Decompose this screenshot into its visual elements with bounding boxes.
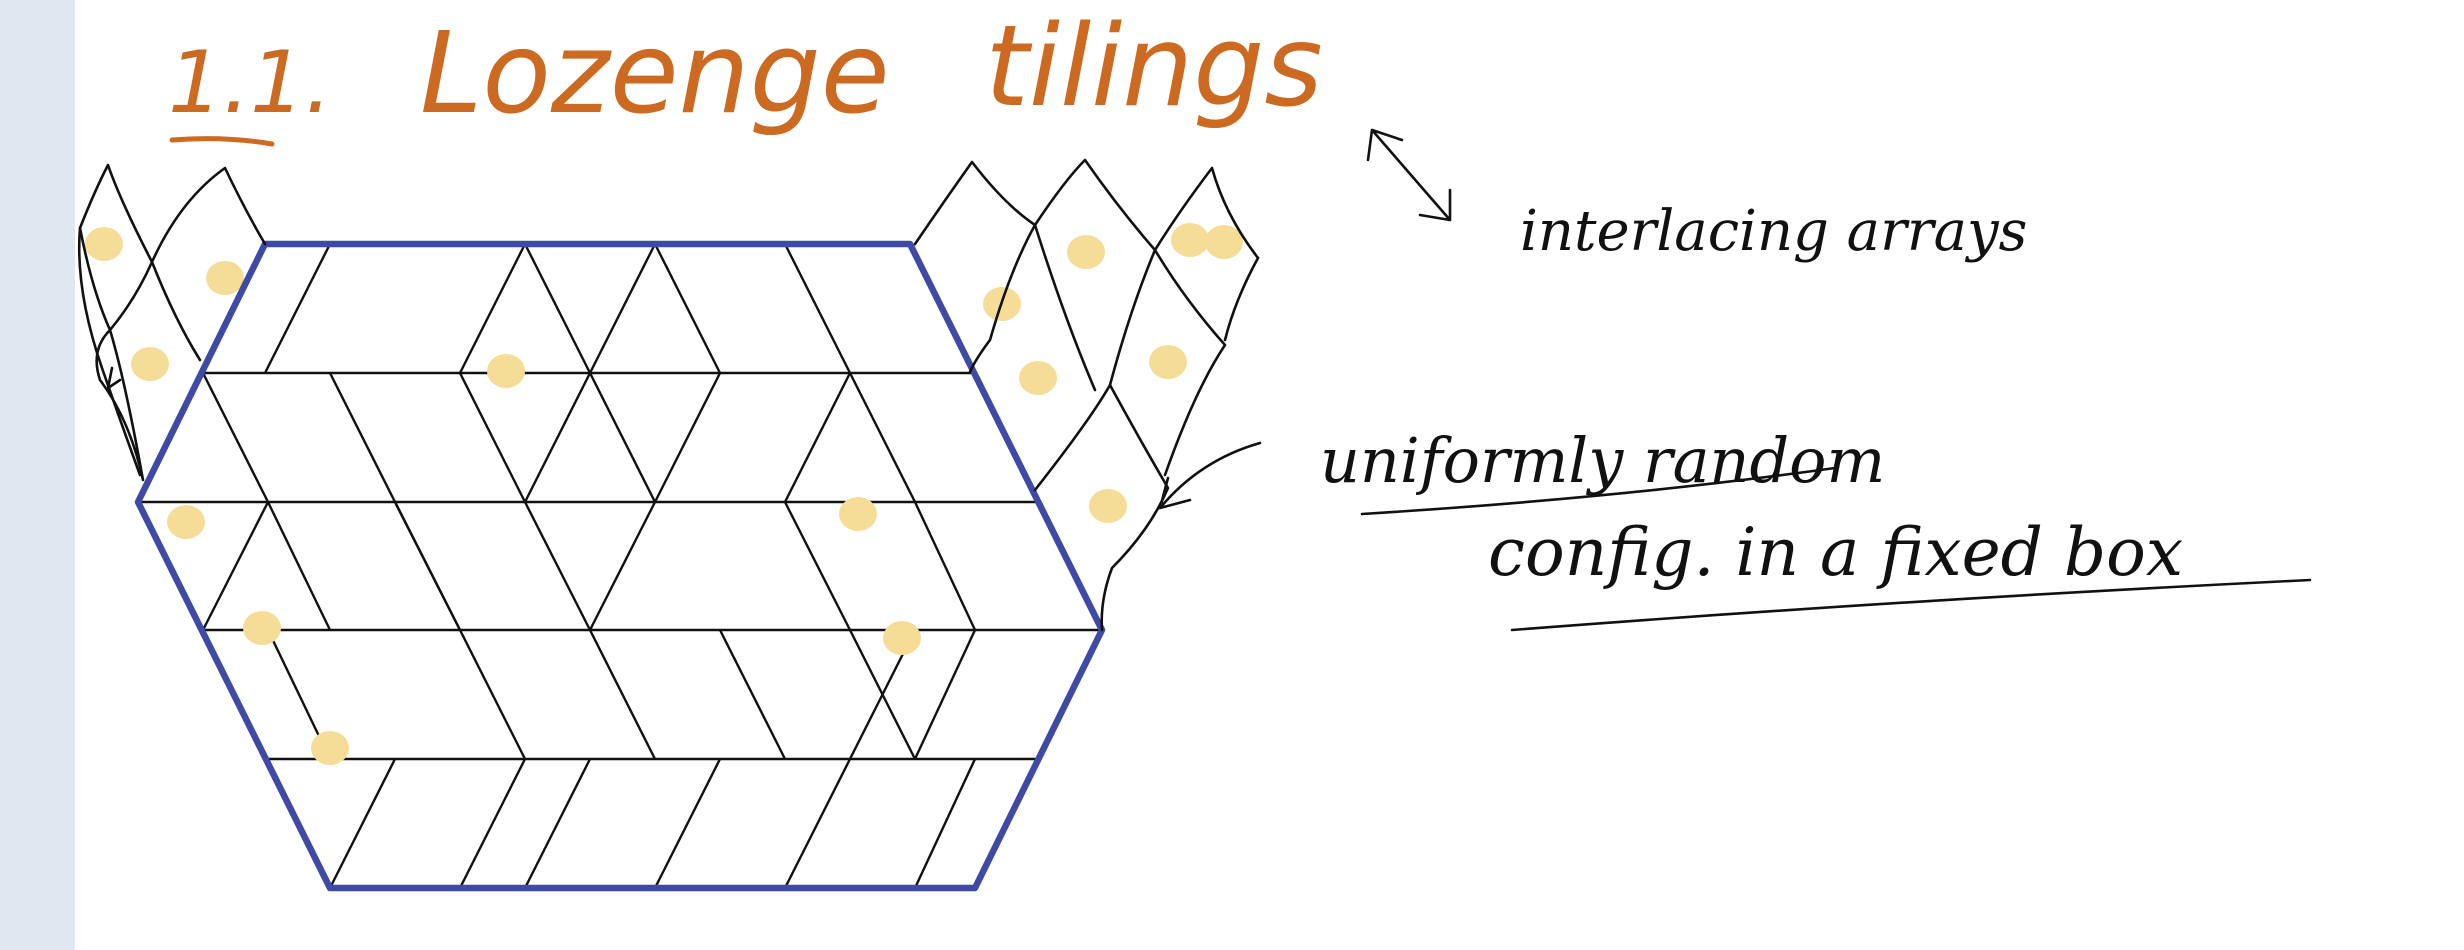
tile-edges: [138, 243, 1102, 889]
note-underline-2: [1510, 578, 2312, 632]
lozenge-dot: [311, 731, 349, 765]
note-uniform-line1: uniformly random: [1320, 424, 1885, 497]
tile-edge: [523, 372, 592, 503]
lozenge-dot: [839, 497, 877, 531]
tile-edge: [523, 243, 592, 374]
hexagon-boundary: [134, 240, 1106, 892]
title-word-lozenge: Lozenge: [420, 9, 890, 139]
lozenge-dot: [131, 347, 169, 381]
pointer-arrow: [1158, 441, 1262, 510]
note-underline-1: [1360, 466, 1837, 516]
tile-edge: [201, 372, 270, 503]
tile-edge: [913, 501, 977, 631]
title-number-underline: [169, 136, 275, 147]
tile-edge: [201, 501, 270, 631]
tile-edge: [653, 372, 722, 503]
lozenge-dot: [1019, 361, 1057, 395]
note-interlacing: interlacing arrays: [1520, 199, 2027, 264]
tile-edge: [393, 501, 462, 631]
lozenge-dot: [206, 261, 244, 295]
title-word-tilings: tilings: [985, 2, 1323, 132]
tile-edge: [458, 243, 527, 374]
tile-edge: [523, 501, 592, 631]
tile-edge: [718, 629, 787, 760]
tile-edge: [783, 501, 852, 631]
lozenge-dot: [1067, 235, 1105, 269]
interlacing-sketch-right: [913, 158, 1260, 632]
lozenge-dot: [243, 611, 281, 645]
double-arrow: [1366, 128, 1452, 222]
lozenge-dot: [167, 505, 205, 539]
lozenge-dot: [487, 354, 525, 388]
tile-edge: [653, 758, 722, 889]
tile-edge: [588, 501, 657, 631]
tile-edge: [783, 243, 852, 374]
tile-edge: [458, 758, 527, 889]
lozenge-dot: [1149, 345, 1187, 379]
tile-edge: [848, 372, 917, 503]
lozenge-dot: [1205, 225, 1243, 259]
note-uniform-line2: config. in a fixed box: [1488, 514, 2183, 591]
lozenge-dot: [883, 621, 921, 655]
lozenge-tiling: [85, 223, 1243, 892]
tile-edge: [328, 372, 397, 503]
tile-edge: [523, 758, 592, 889]
tile-edge: [653, 243, 722, 374]
tile-edge: [266, 501, 332, 631]
tile-edge: [588, 629, 657, 760]
tile-edge: [913, 629, 977, 760]
section-title: 1.1. Lozenge tilings: [168, 2, 1323, 147]
tile-edge: [588, 372, 657, 503]
lozenge-dot: [1089, 489, 1127, 523]
sidebar-strip: [0, 0, 75, 950]
lozenge-dot: [85, 227, 123, 261]
interlacing-sketch-left: [77, 163, 267, 482]
lozenge-dot: [1171, 223, 1209, 257]
tile-edge: [588, 243, 657, 374]
tile-edge: [458, 629, 527, 760]
tile-edge: [783, 372, 852, 503]
tile-edge: [913, 758, 977, 889]
tile-edge: [328, 758, 397, 889]
tile-edge: [458, 372, 527, 503]
tile-edge: [263, 243, 332, 374]
section-number: 1.1.: [168, 33, 332, 133]
marked-lozenges: [85, 223, 1243, 765]
tile-edge: [783, 758, 852, 889]
